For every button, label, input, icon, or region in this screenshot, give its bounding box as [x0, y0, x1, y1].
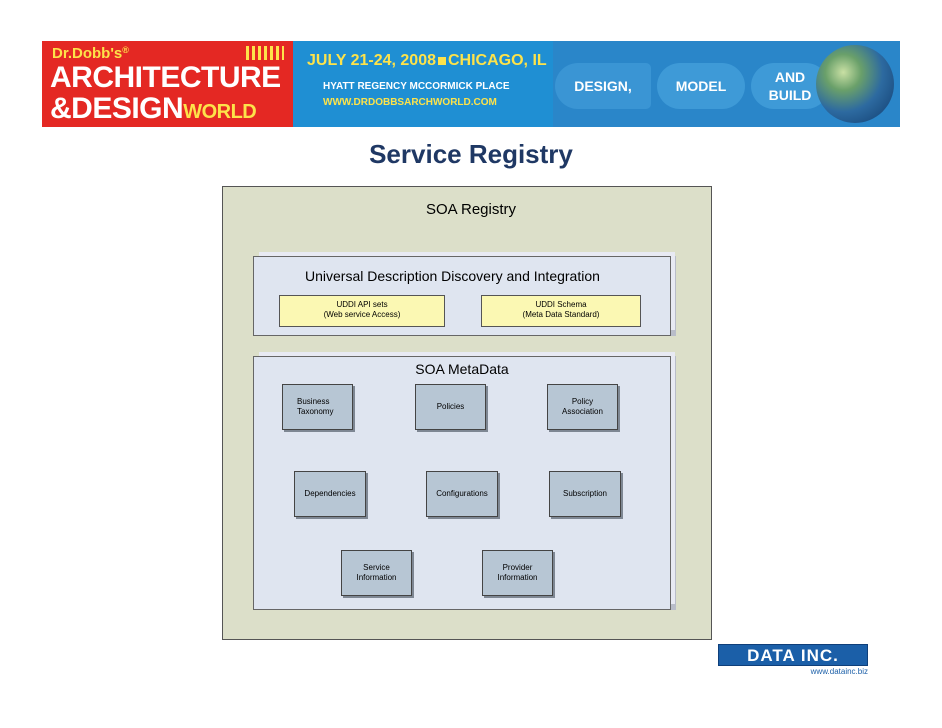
- soa-metadata-title: SOA MetaData: [415, 361, 509, 377]
- brand-small: Dr.Dobb's®: [52, 45, 129, 62]
- tag-design: DESIGN,: [555, 63, 651, 109]
- uddi-api-box: UDDI API sets (Web service Access): [279, 295, 445, 327]
- event-dates: JULY 21-24, 2008 CHICAGO, IL: [307, 52, 547, 70]
- brand-stripes-decoration: [246, 46, 284, 60]
- node-configurations: Configurations: [426, 471, 498, 517]
- event-dates-text: JULY 21-24, 2008: [307, 52, 436, 69]
- uddi-schema-line1: UDDI Schema: [535, 300, 587, 309]
- node-line2: Information: [497, 573, 538, 582]
- node-policies: Policies: [415, 384, 486, 430]
- soa-registry-title: SOA Registry: [425, 201, 517, 218]
- node-policy-association: Policy Association: [547, 384, 618, 430]
- node-line2: Information: [356, 573, 397, 582]
- brand-line-2-a: &DESIGN: [50, 92, 184, 125]
- node-label: Configurations: [436, 489, 488, 498]
- brand-line-2: &DESIGNWORLD: [50, 92, 257, 126]
- uddi-schema-box: UDDI Schema (Meta Data Standard): [481, 295, 641, 327]
- brand-line-1: ARCHITECTURE: [50, 61, 281, 94]
- node-provider-information: Provider Information: [482, 550, 553, 596]
- uddi-schema-line2: (Meta Data Standard): [522, 310, 600, 319]
- brand-registered-mark: ®: [122, 45, 129, 55]
- node-line1: Provider: [502, 563, 533, 572]
- event-city: CHICAGO, IL: [448, 52, 547, 69]
- node-service-information: Service Information: [341, 550, 412, 596]
- event-banner: Dr.Dobb's® ARCHITECTURE &DESIGNWORLD JUL…: [42, 41, 900, 127]
- tag-model: MODEL: [657, 63, 745, 109]
- node-line1: Business: [297, 397, 330, 406]
- tag-and: AND: [774, 69, 806, 85]
- brand-line-2-b: WORLD: [183, 101, 257, 123]
- event-venue: HYATT REGENCY MCCORMICK PLACE: [323, 81, 510, 92]
- node-subscription: Subscription: [549, 471, 621, 517]
- node-dependencies: Dependencies: [294, 471, 366, 517]
- node-label: Subscription: [562, 489, 608, 498]
- data-inc-url: www.datainc.biz: [810, 667, 868, 676]
- event-url: WWW.DRDOBBSARCHWORLD.COM: [323, 97, 497, 108]
- node-line2: Association: [562, 407, 603, 416]
- brand-logo: Dr.Dobb's® ARCHITECTURE &DESIGNWORLD: [42, 41, 293, 127]
- page-title: Service Registry: [369, 139, 573, 169]
- node-line1: Policy: [571, 397, 594, 406]
- uddi-api-line2: (Web service Access): [323, 310, 401, 319]
- uddi-title: Universal Description Discovery and Inte…: [305, 268, 600, 284]
- square-bullet-icon: [438, 57, 446, 65]
- node-line2: Taxonomy: [297, 407, 334, 416]
- node-label: Policies: [436, 402, 465, 411]
- data-inc-logo: DATA INC.: [718, 644, 868, 666]
- node-business-taxonomy: Business Taxonomy: [282, 384, 353, 430]
- uddi-api-line1: UDDI API sets: [336, 300, 388, 309]
- event-info: JULY 21-24, 2008 CHICAGO, IL HYATT REGENC…: [293, 41, 553, 127]
- brand-small-text: Dr.Dobb's: [52, 45, 123, 62]
- globe-icon: [816, 45, 894, 123]
- tag-build: BUILD: [768, 87, 812, 103]
- banner-tagline: DESIGN, MODEL AND BUILD: [553, 41, 900, 127]
- node-label: Dependencies: [304, 489, 356, 498]
- node-line1: Service: [363, 563, 390, 572]
